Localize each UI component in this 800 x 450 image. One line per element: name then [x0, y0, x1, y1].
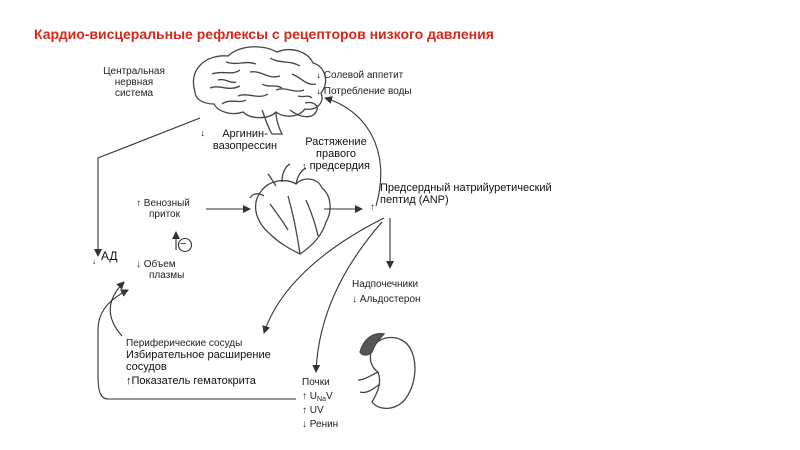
arrow-up-icon: ↑	[126, 375, 132, 387]
water-intake-row: ↓ Потребление воды	[316, 86, 412, 97]
inhibition-circle	[177, 237, 193, 253]
minus-sign: −	[180, 238, 187, 250]
salt-appetite-row: ↓ Солевой аппетит	[316, 70, 403, 81]
salt-appetite-label: Солевой аппетит	[323, 70, 404, 81]
arrow-up-icon: ↑	[302, 391, 307, 402]
arrow-anp-to-kidneys	[312, 221, 383, 373]
venous-return-label: ↑ Венозный приток	[136, 198, 190, 220]
arrow-down-icon: ↓	[302, 419, 307, 430]
uv-row: ↑ UV	[302, 405, 324, 416]
plasma-volume-label: ↓ Объем плазмы	[136, 259, 185, 281]
arrow-anp-to-brain	[324, 96, 382, 207]
adrenals-label: Надпочечники	[352, 279, 419, 290]
arrow-kidneys-to-bp	[97, 289, 296, 400]
aldosterone-row: ↓ Альдостерон	[352, 294, 421, 305]
avp-label: Аргинин-вазопрессин	[212, 128, 278, 152]
kidneys-label: Почки	[302, 377, 330, 388]
arrow-down-icon: ↓	[92, 257, 96, 266]
brain-illustration	[192, 46, 327, 135]
arrow-down-icon: ↓	[136, 259, 141, 270]
arrow-vessels-to-bp	[109, 281, 125, 337]
hematocrit-row: ↑Показатель гематокрита	[126, 375, 256, 387]
kidney-illustration	[357, 332, 416, 409]
arrow-down-icon: ↓	[200, 128, 205, 139]
diagram-title: Кардио-висцеральные рефлексы с рецепторо…	[34, 26, 494, 42]
arrow-up-icon: ↑	[302, 405, 307, 416]
arrow-anp-to-vessels	[262, 217, 385, 334]
water-intake-label: Потребление воды	[323, 86, 412, 97]
u-na-v-row: ↑ UNaV	[302, 391, 333, 403]
avp-arrow: ↓	[200, 128, 205, 139]
anp-arrow: ↑	[370, 202, 375, 213]
bp-label: АД	[101, 249, 118, 263]
arrow-up-icon: ↑	[136, 198, 141, 209]
arrow-cns-to-bp	[94, 117, 201, 257]
peripheral-vessels-label: Периферические сосуды	[126, 338, 243, 349]
arrow-up-icon: ↑	[370, 202, 375, 213]
bp-arrow: ↓	[92, 256, 96, 267]
arrow-down-icon: ↓	[316, 70, 321, 81]
arrow-down-icon: ↓	[352, 294, 357, 305]
arrow-up-icon: ↑	[302, 161, 307, 171]
renin-row: ↓ Ренин	[302, 419, 339, 430]
heart-illustration	[249, 163, 331, 255]
arrow-down-icon: ↓	[316, 86, 321, 97]
